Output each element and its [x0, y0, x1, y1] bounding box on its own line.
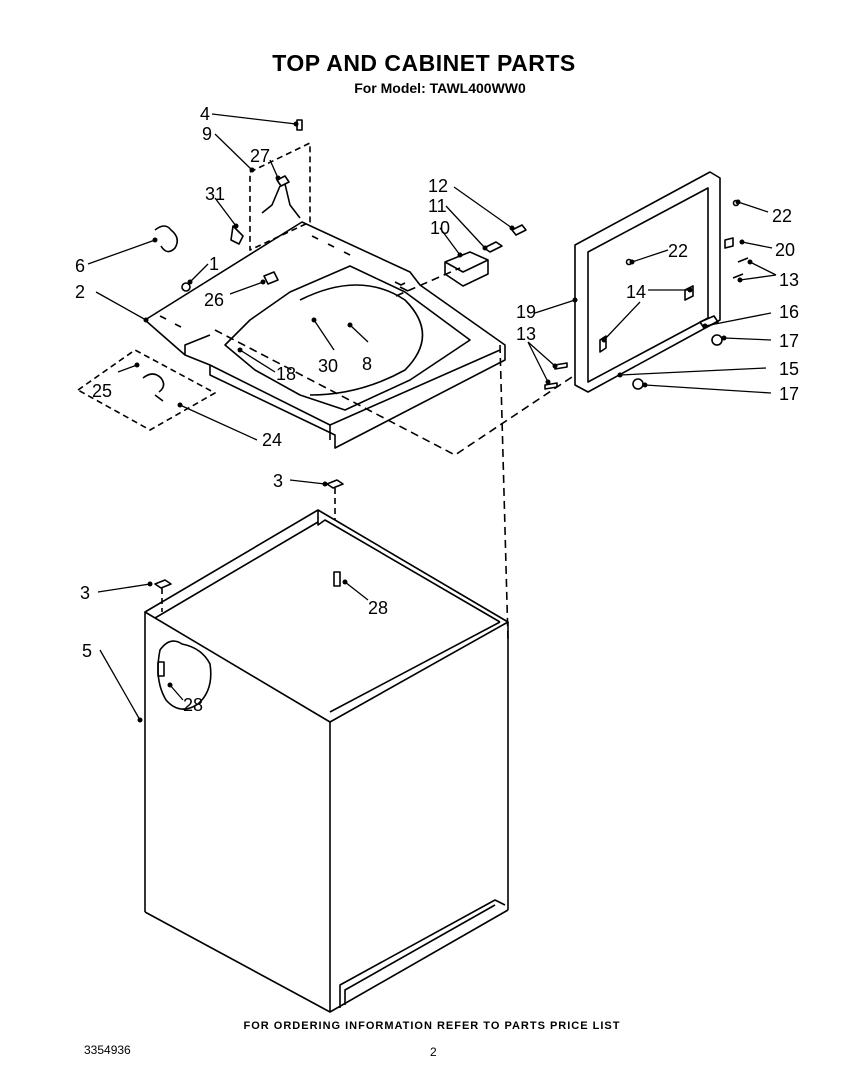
nut-1: [181, 282, 191, 292]
clip-3-left: [154, 579, 172, 589]
callout-27: 27: [250, 146, 270, 166]
callout-17-top: 17: [779, 331, 799, 351]
callout-22-inner: 22: [668, 241, 688, 261]
lid: [544, 171, 749, 393]
lid-hinge: [444, 224, 527, 287]
callout-18: 18: [276, 364, 296, 384]
cabinet: [144, 509, 509, 1013]
callout-28-top: 28: [368, 598, 388, 618]
screw-28-left: [157, 661, 165, 677]
model-subtitle: For Model: TAWL400WW0: [354, 80, 526, 96]
bumper: [263, 271, 279, 285]
ordering-info-note: FOR ORDERING INFORMATION REFER TO PARTS …: [243, 1020, 621, 1032]
callout-12: 12: [428, 176, 448, 196]
callout-11: 11: [428, 196, 447, 216]
callout-3-left: 3: [80, 583, 90, 603]
callout-24: 24: [262, 430, 282, 450]
callout-2: 2: [75, 282, 85, 302]
callout-31: 31: [205, 184, 225, 204]
callout-17-bottom: 17: [779, 384, 799, 404]
lid-switch: [261, 175, 301, 219]
callout-25: 25: [92, 381, 112, 401]
callout-4: 4: [200, 104, 210, 124]
callout-19: 19: [516, 302, 536, 322]
page-title: TOP AND CABINET PARTS: [272, 50, 576, 76]
callout-30: 30: [318, 356, 338, 376]
switch-box-dashed: [249, 142, 311, 251]
page-number: 2: [430, 1045, 437, 1059]
callout-5: 5: [82, 641, 92, 661]
callout-28-left: 28: [183, 695, 203, 715]
callout-10: 10: [430, 218, 450, 238]
hose-clip: [154, 225, 179, 253]
wire-retainer-dashed: [77, 349, 216, 431]
cabinet-top: [144, 221, 506, 449]
callout-1: 1: [209, 254, 219, 274]
callout-6: 6: [75, 256, 85, 276]
callout-22-top: 22: [772, 206, 792, 226]
wire-retainer: [142, 373, 165, 402]
callout-13-right: 13: [779, 270, 799, 290]
callout-16: 16: [779, 302, 799, 322]
bracket: [230, 225, 244, 245]
callout-14: 14: [626, 282, 646, 302]
clip-3-top: [326, 479, 344, 489]
callout-26: 26: [204, 290, 224, 310]
document-number: 3354936: [84, 1043, 131, 1057]
callout-13-left: 13: [516, 324, 536, 344]
callout-8: 8: [362, 354, 372, 374]
callout-15: 15: [779, 359, 799, 379]
callout-3-top: 3: [273, 471, 283, 491]
callout-20: 20: [775, 240, 795, 260]
screw-28-top: [333, 571, 341, 587]
callout-9: 9: [202, 124, 212, 144]
screw-4: [296, 119, 303, 131]
